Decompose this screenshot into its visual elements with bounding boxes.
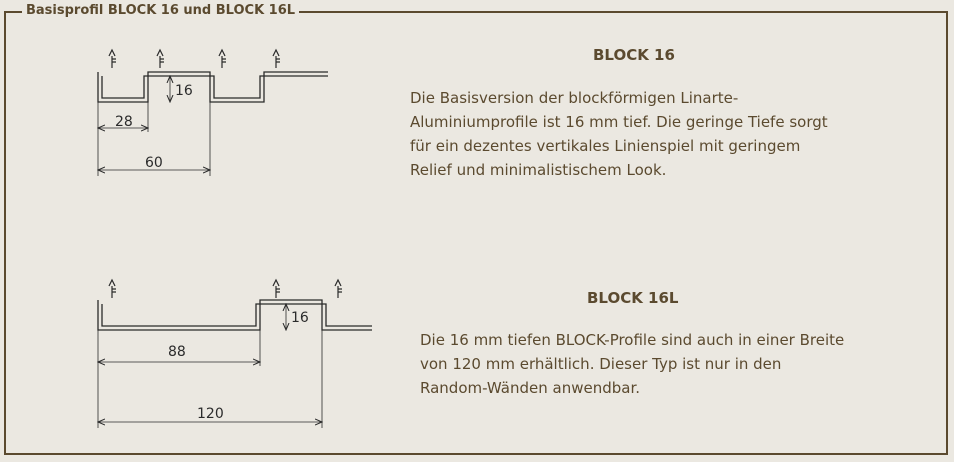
block16l-outer-width-label: 120 (197, 406, 224, 422)
block16-title: BLOCK 16 (593, 46, 675, 64)
block16-profile-drawing (97, 49, 328, 103)
block16-inner-width-label: 28 (115, 114, 133, 130)
block16-outer-width-label: 60 (145, 155, 163, 171)
block16l-inner-width-label: 88 (168, 344, 186, 360)
block16l-title: BLOCK 16L (587, 289, 679, 307)
block16l-profile-drawing (97, 279, 372, 331)
section-title: Basisprofil BLOCK 16 und BLOCK 16L (22, 3, 300, 19)
block16-dimensions (98, 76, 210, 176)
block16-depth-label: 16 (175, 83, 193, 99)
block16l-dimensions (98, 304, 322, 428)
block16l-description: Die 16 mm tiefen BLOCK-Profile sind auch… (420, 331, 845, 397)
section-frame (4, 11, 948, 455)
block16-description: Die Basisversion der blockförmigen Linar… (410, 89, 828, 179)
block16l-depth-label: 16 (291, 310, 309, 326)
